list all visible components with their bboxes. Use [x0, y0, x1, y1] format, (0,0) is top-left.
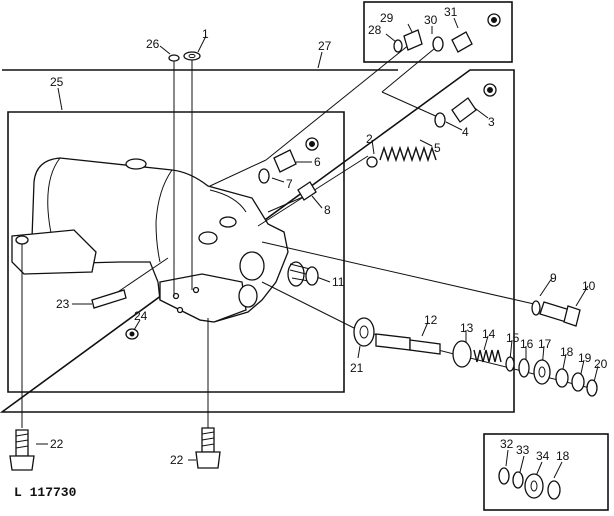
frame-inset-top [363, 1, 513, 63]
part-26-washer [168, 54, 180, 62]
callout-5: 5 [434, 141, 441, 155]
callout-34: 34 [536, 449, 550, 463]
callout-20: 20 [594, 357, 608, 371]
part-7-oring [258, 168, 270, 184]
callout-14: 14 [482, 327, 496, 341]
callout-15: 15 [506, 331, 520, 345]
frame-27 [0, 51, 515, 413]
callout-23: 23 [56, 297, 70, 311]
callout-29: 29 [380, 11, 394, 25]
part-34-nut [524, 473, 544, 499]
part-9-washer [531, 300, 541, 316]
part-18-ring [555, 368, 569, 388]
callout-16: 16 [520, 337, 534, 351]
part-32-washer [498, 467, 510, 485]
callout-12: 12 [424, 313, 438, 327]
reference-code: L 117730 [14, 485, 77, 500]
callout-1: 1 [202, 27, 209, 41]
callout-25: 25 [50, 75, 64, 89]
callout-30: 30 [424, 13, 438, 27]
callout-6: 6 [314, 155, 321, 169]
callout-4: 4 [462, 125, 469, 139]
part-33-washer [512, 471, 524, 489]
part-18-ring-inset [547, 480, 561, 500]
callout-24: 24 [134, 309, 148, 323]
callout-27: 27 [318, 39, 332, 53]
callout-10: 10 [582, 279, 596, 293]
callout-9: 9 [550, 271, 557, 285]
callout-19: 19 [578, 351, 592, 365]
part-17-nut [533, 359, 551, 385]
callout-8: 8 [324, 203, 331, 217]
part-12-spool [375, 333, 441, 355]
callout-ticks [36, 17, 599, 479]
callout-18-inset: 18 [556, 449, 570, 463]
part-22-bolt-left [9, 429, 35, 471]
part-14-spring [473, 349, 502, 363]
part-3-plug [451, 83, 497, 123]
callout-13: 13 [460, 321, 474, 335]
callout-11: 11 [332, 275, 345, 289]
frame-inset-bottom [483, 433, 609, 511]
part-13-sleeve [452, 340, 472, 368]
steering-housing [11, 157, 289, 323]
callout-21: 21 [350, 361, 364, 375]
callout-32: 32 [500, 437, 514, 451]
callout-28: 28 [368, 23, 382, 37]
callout-22-left: 22 [50, 437, 64, 451]
part-20-snap-ring [586, 379, 598, 397]
callout-2: 2 [366, 132, 373, 146]
callout-33: 33 [516, 443, 530, 457]
callout-3: 3 [488, 115, 495, 129]
part-21-valve-spool-head [353, 317, 375, 347]
callout-26: 26 [146, 37, 160, 51]
part-16-washer [518, 358, 530, 378]
callout-22-center: 22 [170, 453, 184, 467]
part-23-stud [91, 289, 127, 309]
part-6-plug [273, 137, 319, 173]
part-10-bolt [539, 301, 581, 327]
part-28-washer [393, 39, 403, 53]
part-30-oring [432, 36, 444, 52]
part-11-plug [287, 261, 319, 287]
part-2-ball [366, 156, 378, 168]
part-22-bolt-center [195, 427, 221, 469]
callout-7: 7 [286, 177, 293, 191]
part-4-oring [434, 112, 446, 128]
callout-18: 18 [560, 345, 574, 359]
part-19-washer [571, 372, 585, 392]
part-1-washer [183, 51, 201, 61]
part-5-spring [379, 145, 437, 163]
part-29-plug [403, 29, 423, 51]
part-24-screw [125, 328, 139, 340]
part-8-fitting [297, 181, 317, 201]
callout-labels: 1 2 3 4 5 6 7 8 9 10 11 12 13 14 15 16 1… [50, 5, 608, 467]
part-15-ring [505, 356, 515, 372]
callout-31: 31 [444, 5, 458, 19]
part-31-plug [451, 13, 501, 53]
frame-25 [7, 87, 345, 393]
callout-17: 17 [538, 337, 552, 351]
